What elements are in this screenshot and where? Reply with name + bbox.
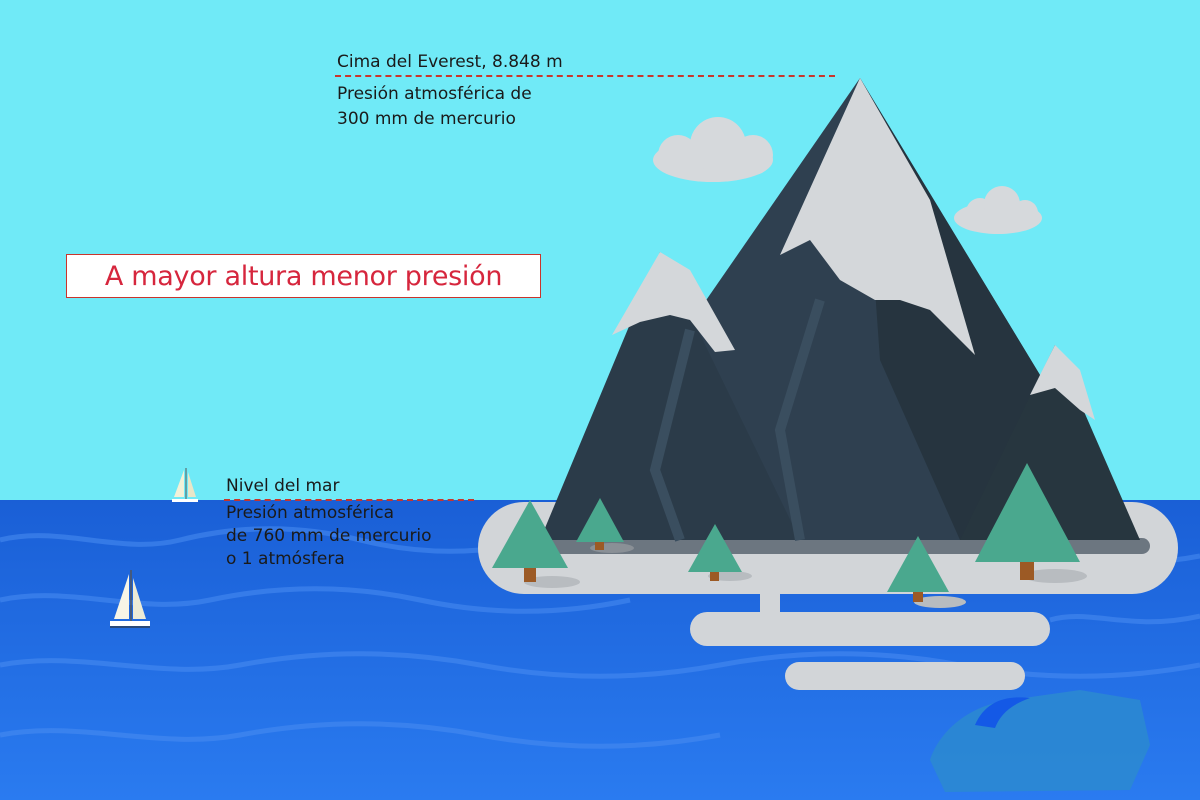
mountains [540, 78, 1140, 542]
sailboat-small [172, 468, 198, 502]
tree [887, 536, 966, 608]
mountain-ridge [774, 298, 825, 541]
island-ledge-3 [760, 590, 780, 620]
everest-level-dashed-line [335, 75, 835, 77]
sea-level-pressure-line3: o 1 atmósfera [226, 549, 345, 569]
snow-cap-main [780, 78, 975, 355]
trees [492, 463, 1087, 608]
cloud-large [653, 117, 773, 182]
tree [688, 524, 752, 581]
sea-patch [930, 690, 1150, 792]
everest-label: Cima del Everest, 8.848 m [337, 52, 563, 72]
snow-cap-left [612, 252, 735, 352]
cloud-small [954, 186, 1042, 234]
sailboat-large [110, 570, 150, 628]
tree [492, 500, 580, 588]
sea-level-pressure-line2: de 760 mm de mercurio [226, 526, 432, 546]
sea-level-dashed-line [224, 499, 474, 501]
right-peak [960, 345, 1140, 540]
headline-text: A mayor altura menor presión [104, 260, 503, 292]
island-ledge-1 [690, 612, 1050, 646]
everest-pressure-line2: 300 mm de mercurio [337, 109, 516, 129]
tree [975, 463, 1087, 583]
snow-cap-right [1030, 345, 1095, 420]
headline-box: A mayor altura menor presión [66, 254, 541, 298]
everest-pressure-line1: Presión atmosférica de [337, 84, 532, 104]
mountain-ridge [649, 328, 695, 542]
island-ledge-2 [785, 662, 1025, 690]
tree [576, 498, 634, 553]
sea-level-pressure-line1: Presión atmosférica [226, 503, 395, 523]
sea-level-label: Nivel del mar [226, 476, 340, 496]
